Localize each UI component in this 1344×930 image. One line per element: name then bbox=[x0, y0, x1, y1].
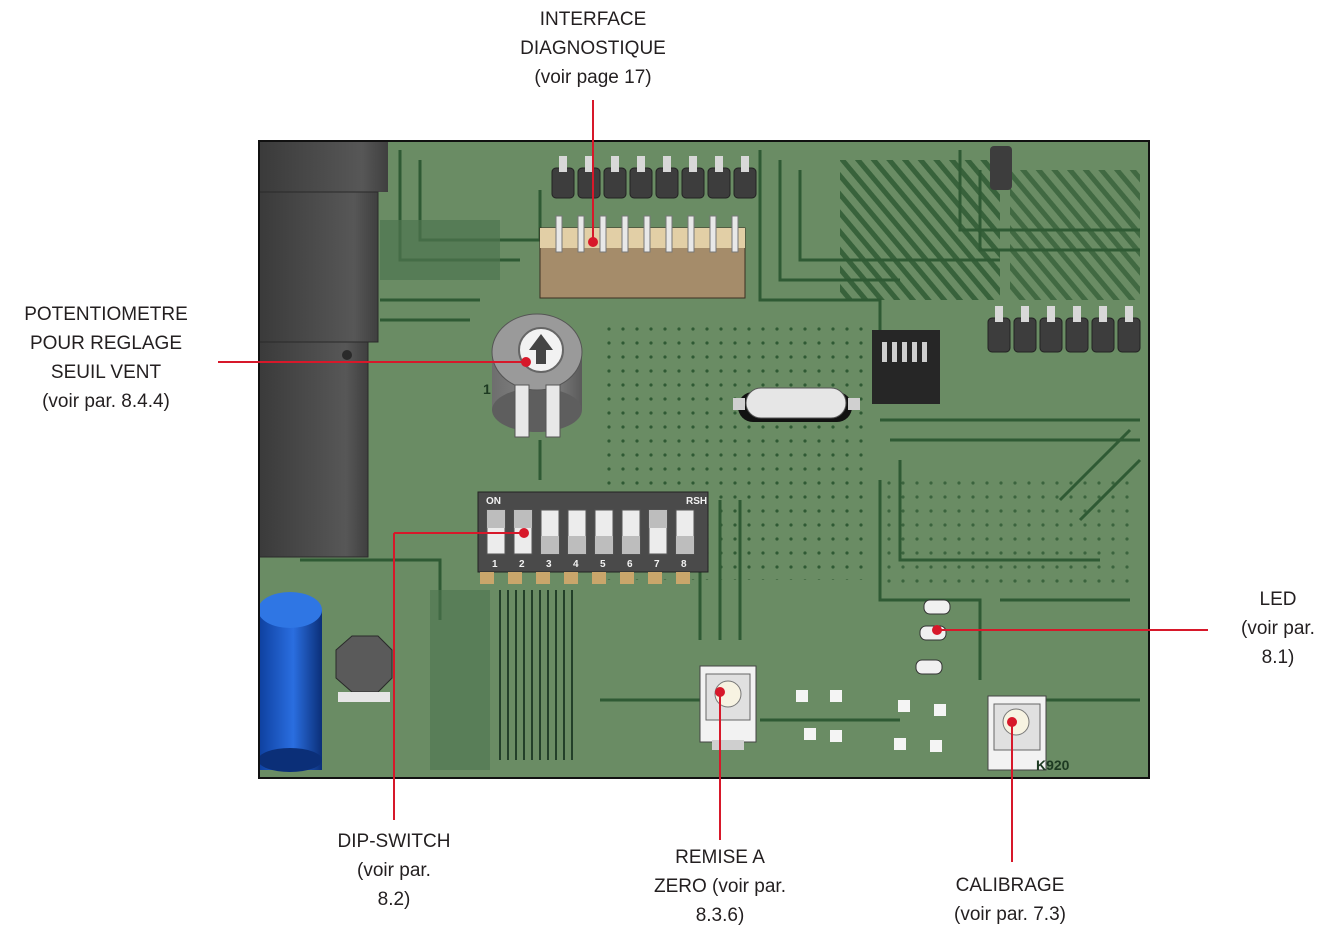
label-line: POTENTIOMETRE bbox=[0, 300, 212, 329]
label-line: 8.1) bbox=[1214, 643, 1342, 672]
pot-mark-text: 1 bbox=[483, 381, 491, 397]
dip-number-8: 8 bbox=[681, 559, 687, 570]
label-remise-a-zero: REMISE A ZERO (voir par. 8.3.6) bbox=[630, 843, 810, 930]
callout-dot-potentiometer bbox=[521, 357, 531, 367]
label-line: CALIBRAGE bbox=[920, 871, 1100, 900]
label-line: ZERO (voir par. bbox=[630, 872, 810, 901]
label-dip-switch: DIP-SWITCH (voir par. 8.2) bbox=[314, 827, 474, 914]
label-line: LED bbox=[1214, 585, 1342, 614]
label-line: DIAGNOSTIQUE bbox=[493, 34, 693, 63]
dip-switch-body bbox=[478, 492, 708, 584]
callout-dot-calibrage bbox=[1007, 717, 1017, 727]
label-potentiometre: POTENTIOMETRE POUR REGLAGE SEUIL VENT (v… bbox=[0, 300, 212, 416]
dip-number-1: 1 bbox=[492, 559, 498, 570]
small-connector bbox=[872, 330, 940, 404]
dip-rsh-text: RSH bbox=[686, 496, 707, 507]
label-calibrage: CALIBRAGE (voir par. 7.3) bbox=[920, 871, 1100, 929]
label-line: (voir par. bbox=[314, 856, 474, 885]
dip-number-2: 2 bbox=[519, 559, 525, 570]
label-interface-diagnostique: INTERFACE DIAGNOSTIQUE (voir page 17) bbox=[493, 5, 693, 92]
dip-number-7: 7 bbox=[654, 559, 660, 570]
label-line: DIP-SWITCH bbox=[314, 827, 474, 856]
label-line: INTERFACE bbox=[493, 5, 693, 34]
crystal-oscillator bbox=[733, 388, 860, 422]
dip-number-6: 6 bbox=[627, 559, 633, 570]
diagnostic-connector bbox=[540, 216, 745, 298]
callout-dot-dip bbox=[519, 528, 529, 538]
dip-on-text: ON bbox=[486, 496, 501, 507]
label-line: REMISE A bbox=[630, 843, 810, 872]
label-line: 8.3.6) bbox=[630, 901, 810, 930]
inductor bbox=[336, 636, 392, 702]
label-line: 8.2) bbox=[314, 885, 474, 914]
label-line: (voir par. bbox=[1214, 614, 1342, 643]
potentiometer bbox=[492, 314, 582, 437]
callout-dot-interface bbox=[588, 237, 598, 247]
reset-button-component bbox=[700, 666, 756, 750]
board-id-text: K920 bbox=[1036, 757, 1070, 773]
label-line: (voir par. 8.4.4) bbox=[0, 387, 212, 416]
pcb-board bbox=[258, 142, 1148, 777]
label-line: SEUIL VENT bbox=[0, 358, 212, 387]
dip-number-5: 5 bbox=[600, 559, 606, 570]
dip-number-4: 4 bbox=[573, 559, 579, 570]
electrolytic-capacitor bbox=[258, 592, 322, 772]
label-led: LED (voir par. 8.1) bbox=[1214, 585, 1342, 672]
callout-dot-reset bbox=[715, 687, 725, 697]
relays bbox=[258, 142, 388, 557]
dip-number-3: 3 bbox=[546, 559, 552, 570]
callout-dot-led bbox=[932, 625, 942, 635]
label-line: (voir par. 7.3) bbox=[920, 900, 1100, 929]
label-line: POUR REGLAGE bbox=[0, 329, 212, 358]
label-line: (voir page 17) bbox=[493, 63, 693, 92]
